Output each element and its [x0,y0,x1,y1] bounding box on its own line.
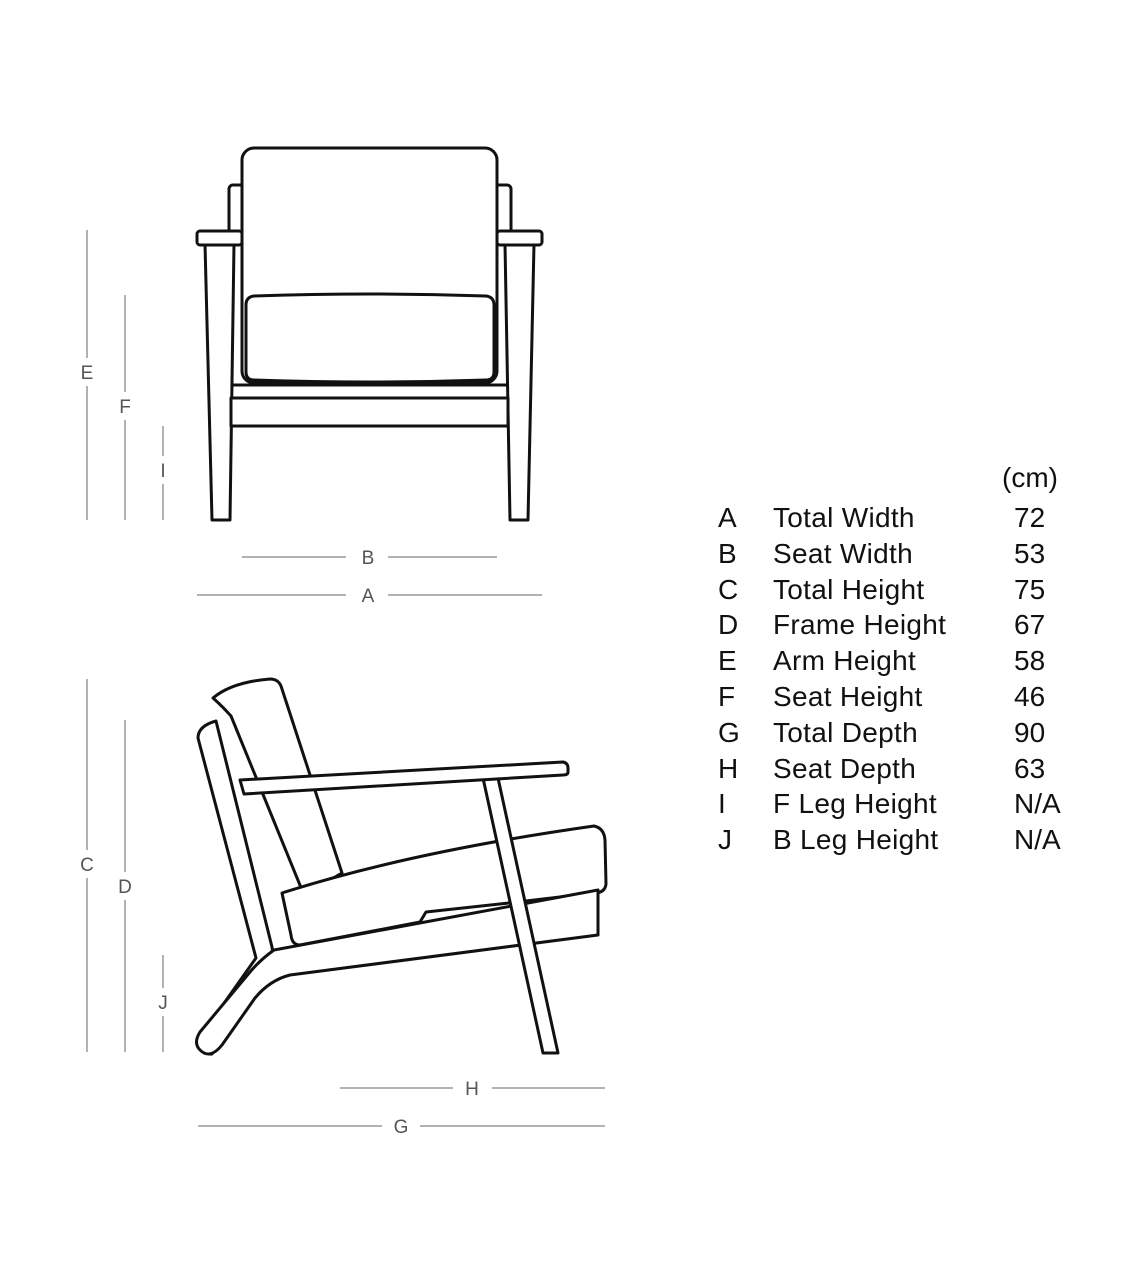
row-name: F Leg Height [773,788,937,820]
dim-label-h: H [465,1079,479,1100]
row-value: 58 [1014,645,1046,677]
dimension-labels: E F I B A C D J H G [80,363,479,1138]
front-right-armrest [495,229,544,247]
table-row: J B Leg Height N/A [718,822,1098,858]
row-code: H [718,752,739,784]
chair-side-view [195,677,608,1056]
dimension-lines [86,230,605,1127]
row-name: Frame Height [773,609,947,641]
table-row: H Seat Depth 63 [718,751,1098,787]
front-left-leg [203,242,236,522]
dim-label-e: E [81,363,94,384]
front-right-leg [503,242,536,522]
side-seat-frame [195,888,600,1056]
dim-label-j: J [158,993,168,1014]
row-value: 90 [1014,716,1046,748]
dim-label-d: D [118,877,132,898]
front-left-armrest [195,229,244,247]
dim-label-i: I [160,461,165,482]
table-row: I F Leg Height N/A [718,786,1098,822]
dim-label-b: B [362,548,375,569]
dimension-rows: A Total Width 72 B Seat Width 53 C Total… [718,500,1098,858]
row-value: 72 [1014,502,1046,533]
row-code: A [718,502,737,533]
table-row: G Total Depth 90 [718,715,1098,751]
row-name: Total Height [773,573,925,605]
table-row: C Total Height 75 [718,572,1098,608]
row-code: B [718,537,737,569]
table-row: D Frame Height 67 [718,607,1098,643]
row-code: D [718,609,739,641]
row-name: B Leg Height [773,824,939,856]
row-name: Seat Width [773,537,913,569]
front-seat-rail [229,396,510,428]
row-code: F [718,680,736,712]
row-name: Total Depth [773,716,918,748]
row-name: Arm Height [773,645,917,677]
chair-front-view [195,146,544,522]
dim-label-a: A [362,586,375,607]
table-row: A Total Width 72 [718,500,1098,536]
unit-label: (cm) [1002,462,1058,493]
dim-label-c: C [80,855,94,876]
row-value: 75 [1014,573,1046,605]
table-row: F Seat Height 46 [718,679,1098,715]
side-armrest [238,760,570,796]
dim-label-g: G [394,1117,409,1138]
front-seat-cushion [244,292,496,384]
row-value: 53 [1014,537,1046,569]
row-name: Seat Height [773,680,923,712]
row-value: 46 [1014,680,1046,712]
row-code: C [718,573,739,605]
row-code: E [718,645,737,677]
row-code: I [718,788,726,820]
row-code: J [718,824,732,856]
row-code: G [718,716,740,748]
table-row: B Seat Width 53 [718,536,1098,572]
row-value: N/A [1014,824,1061,856]
row-value: 63 [1014,752,1046,784]
row-value: N/A [1014,788,1061,820]
row-name: Total Width [773,502,915,533]
dim-label-f: F [119,397,131,418]
row-value: 67 [1014,609,1046,641]
table-row: E Arm Height 58 [718,643,1098,679]
row-name: Seat Depth [773,752,917,784]
